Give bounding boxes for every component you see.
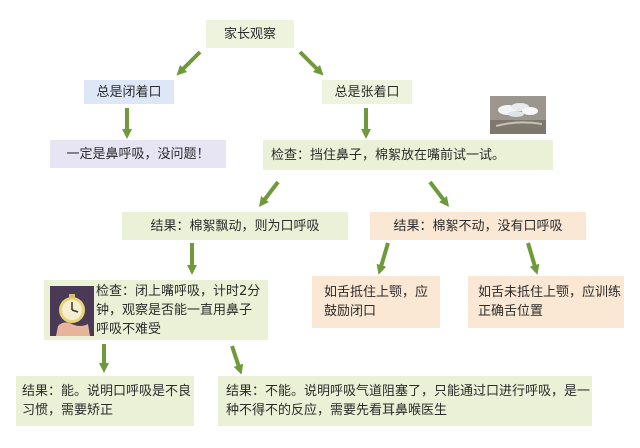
- node-nasal-ok-text: 一定是鼻呼吸，没问题！: [66, 146, 210, 162]
- node-root-text: 家长观察: [223, 26, 276, 42]
- node-check-cotton-text: 检查：挡住鼻子，棉絮放在嘴前试一试。: [271, 147, 506, 163]
- stopwatch-photo-art: [50, 286, 94, 336]
- node-result-cotton-still-text: 结果：棉絮不动，没有口呼吸: [393, 218, 563, 234]
- node-result-cotton-still: 结果：棉絮不动，没有口呼吸: [370, 212, 586, 240]
- arrow-check2-cannot: [230, 345, 244, 375]
- node-result-cannot-text: 结果：不能。说明呼吸气道阻塞了，只能通过口进行呼吸，是一种不得不的反应，需要先看…: [226, 384, 591, 418]
- node-open-mouth-text: 总是张着口: [334, 84, 400, 100]
- node-closed-mouth: 总是闭着口: [84, 80, 174, 104]
- arrow-still-tongueup: [376, 242, 390, 275]
- arrow-root-open: [298, 50, 324, 76]
- node-result-can-text: 结果：能。说明口呼吸是不良习惯，需要矫正: [22, 384, 192, 418]
- node-open-mouth: 总是张着口: [322, 80, 412, 104]
- arrow-root-closed: [176, 50, 202, 76]
- node-tongue-up-text: 如舌抵住上颚，应鼓励闭口: [324, 285, 429, 319]
- node-tongue-down-text: 如舌未抵住上颚，应训练正确舌位置: [478, 285, 622, 319]
- node-result-can: 结果：能。说明口呼吸是不良习惯，需要矫正: [16, 376, 194, 426]
- node-root: 家长观察: [206, 20, 294, 48]
- arrow-check1-still: [428, 180, 450, 207]
- cotton-photo-art: [490, 96, 546, 134]
- arrow-still-tonguedown: [526, 242, 540, 275]
- node-nasal-ok: 一定是鼻呼吸，没问题！: [50, 140, 226, 168]
- node-result-cannot: 结果：不能。说明呼吸气道阻塞了，只能通过口进行呼吸，是一种不得不的反应，需要先看…: [218, 376, 592, 426]
- stopwatch-photo-icon: [50, 286, 94, 336]
- node-tongue-up: 如舌抵住上颚，应鼓励闭口: [312, 276, 440, 328]
- arrow-check1-moves: [258, 180, 280, 207]
- node-result-cotton-moves: 结果：棉絮飘动，则为口呼吸: [122, 212, 348, 240]
- node-check-closed-breathing: 检查：闭上嘴呼吸，计时2分钟，观察是否能一直用鼻子呼吸不难受: [44, 280, 268, 340]
- node-check-cotton: 检查：挡住鼻子，棉絮放在嘴前试一试。: [263, 140, 553, 170]
- node-closed-mouth-text: 总是闭着口: [96, 84, 162, 100]
- cotton-photo-icon: [490, 96, 546, 134]
- node-check-closed-breathing-text: 检查：闭上嘴呼吸，计时2分钟，观察是否能一直用鼻子呼吸不难受: [96, 283, 261, 337]
- node-tongue-down: 如舌未抵住上颚，应训练正确舌位置: [468, 276, 624, 328]
- node-result-cotton-moves-text: 结果：棉絮飘动，则为口呼吸: [150, 218, 320, 234]
